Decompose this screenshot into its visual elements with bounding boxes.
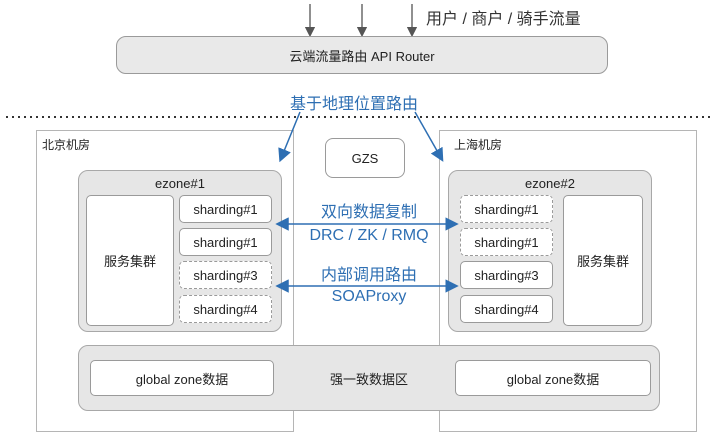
ezone-2-shard-2: sharding#1 — [460, 228, 553, 256]
replication-tech: DRC / ZK / RMQ — [309, 227, 429, 244]
ezone-1-shard-1: sharding#1 — [179, 195, 272, 223]
ezone-2-shard-4: sharding#4 — [460, 295, 553, 323]
ezone-2-title: ezone#2 — [525, 175, 575, 191]
ezone-1-shard-4: sharding#4 — [179, 295, 272, 323]
global-zone-left: global zone数据 — [90, 360, 274, 396]
shard-label: sharding#1 — [474, 234, 539, 250]
api-router-label: 云端流量路由 API Router — [289, 48, 435, 64]
shard-label: sharding#1 — [474, 201, 539, 217]
ezone-2-service-cluster: 服务集群 — [563, 195, 643, 326]
ezone-1-shard-2: sharding#1 — [179, 228, 272, 256]
gzs-box: GZS — [325, 138, 405, 178]
global-zone-right-label: global zone数据 — [506, 371, 600, 387]
ezone-1-service-cluster: 服务集群 — [86, 195, 174, 326]
global-zone-right: global zone数据 — [455, 360, 651, 396]
ezone-2-shard-1: sharding#1 — [460, 195, 553, 223]
global-zone-label: 强一致数据区 — [329, 371, 408, 387]
global-zone-left-label: global zone数据 — [135, 371, 229, 387]
traffic-source-label: 用户 / 商户 / 骑手流量 — [426, 11, 581, 28]
ezone-1-title: ezone#1 — [155, 175, 205, 191]
shard-label: sharding#3 — [193, 267, 258, 283]
replication-title: 双向数据复制 — [320, 204, 417, 221]
geo-routing-label: 基于地理位置路由 — [290, 96, 419, 113]
ezone-2-shard-3: sharding#3 — [460, 261, 553, 289]
shard-label: sharding#1 — [193, 234, 258, 250]
gzs-label: GZS — [351, 150, 379, 166]
internal-routing-tech: SOAProxy — [331, 288, 407, 305]
shard-label: sharding#4 — [474, 301, 539, 317]
shard-label: sharding#4 — [193, 301, 258, 317]
room-shanghai-label: 上海机房 — [454, 138, 503, 152]
internal-routing-title: 内部调用路由 — [320, 267, 417, 284]
ezone-1-service-cluster-label: 服务集群 — [103, 254, 156, 269]
ezone-2-service-cluster-label: 服务集群 — [576, 254, 629, 269]
room-beijing-label: 北京机房 — [42, 138, 91, 152]
shard-label: sharding#3 — [474, 267, 539, 283]
ezone-1-shard-3: sharding#3 — [179, 261, 272, 289]
shard-label: sharding#1 — [193, 201, 258, 217]
api-router: 云端流量路由 API Router — [116, 36, 608, 74]
